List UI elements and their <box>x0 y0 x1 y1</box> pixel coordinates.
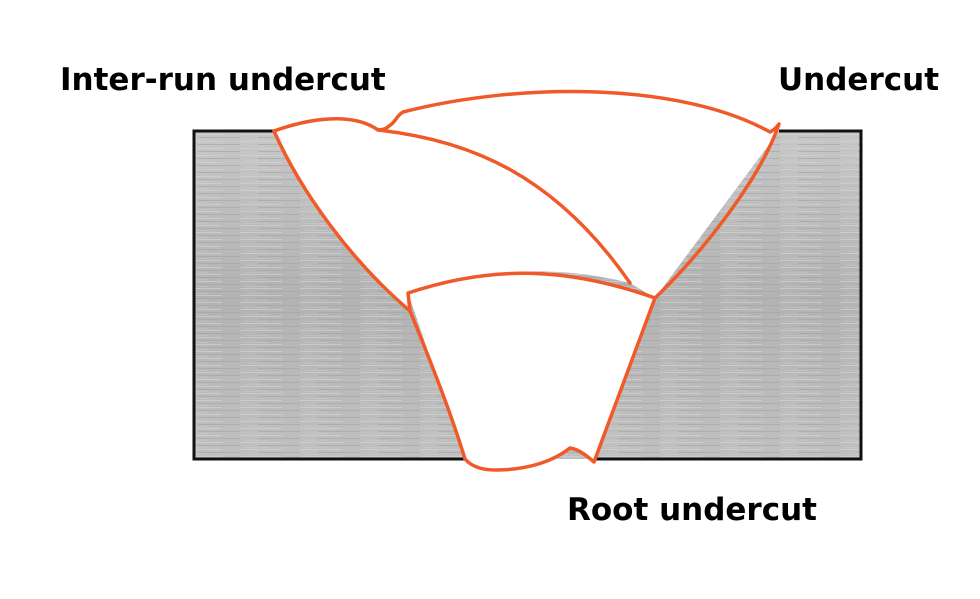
root-weld-bead <box>408 273 655 470</box>
undercut-label: Undercut <box>778 62 940 98</box>
plate-border-right <box>594 129 863 461</box>
left-fusion-line <box>272 129 412 313</box>
cap-weld-bead <box>274 90 779 299</box>
inter-run-boundary <box>376 128 632 285</box>
inter-run-undercut-label: Inter-run undercut <box>60 62 386 98</box>
root-undercut-label: Root undercut <box>567 492 817 528</box>
plate-border-left <box>192 129 465 461</box>
root-run-outline <box>406 271 657 472</box>
cap-run-outline <box>272 89 781 300</box>
